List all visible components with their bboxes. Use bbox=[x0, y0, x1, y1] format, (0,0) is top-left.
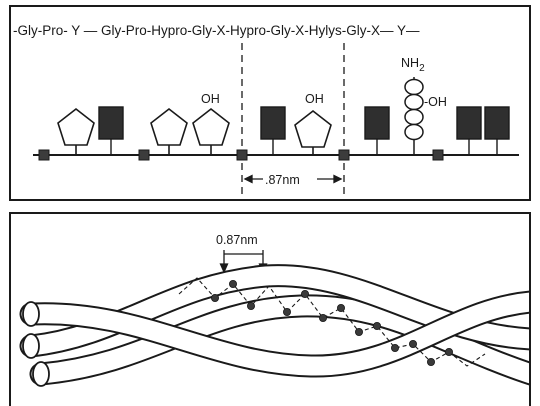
side-chain-block bbox=[456, 106, 482, 140]
side-chain-block bbox=[364, 106, 390, 140]
backbone-residue bbox=[138, 149, 150, 161]
side-chain-block bbox=[98, 106, 124, 140]
sequence-schematic-svg: -Gly-Pro- Y — Gly-Pro-Hypro-Gly-X-Hypro-… bbox=[13, 23, 519, 197]
sequence-schematic-panel: -Gly-Pro- Y — Gly-Pro-Hypro-Gly-X-Hypro-… bbox=[9, 5, 531, 201]
hydroxyproline-ring bbox=[294, 109, 332, 148]
side-chain-block bbox=[484, 106, 510, 140]
triple-helix-svg: 0.87nm bbox=[19, 233, 529, 387]
amine-label: NH2 bbox=[401, 56, 425, 74]
hydroxylysine-side-chain bbox=[404, 77, 424, 155]
side-chain-block bbox=[260, 106, 286, 140]
backbone-residue bbox=[432, 149, 444, 161]
strand-end-caps bbox=[22, 301, 50, 387]
triple-helix-panel: 0.87nm bbox=[9, 212, 531, 406]
proline-ring bbox=[57, 107, 95, 146]
residue-zigzag bbox=[178, 277, 486, 367]
hydroxyproline-ring bbox=[192, 107, 230, 146]
proline-ring bbox=[150, 107, 188, 146]
backbone-residue bbox=[38, 149, 50, 161]
sequence-text: -Gly-Pro- Y — Gly-Pro-Hypro-Gly-X-Hypro-… bbox=[13, 23, 420, 38]
backbone-residue bbox=[236, 149, 248, 161]
hydroxyl-label: -OH bbox=[424, 95, 447, 109]
spacing-dimension bbox=[243, 174, 343, 184]
helix-spacing-label: 0.87nm bbox=[216, 233, 258, 247]
backbone-residue bbox=[338, 149, 350, 161]
helix-strand bbox=[29, 294, 529, 386]
hydroxyl-label: OH bbox=[305, 92, 324, 106]
helix-strand bbox=[19, 290, 529, 378]
residue-dots bbox=[210, 280, 453, 366]
hydroxyl-label: OH bbox=[201, 92, 220, 106]
spacing-label: .87nm bbox=[265, 173, 300, 187]
